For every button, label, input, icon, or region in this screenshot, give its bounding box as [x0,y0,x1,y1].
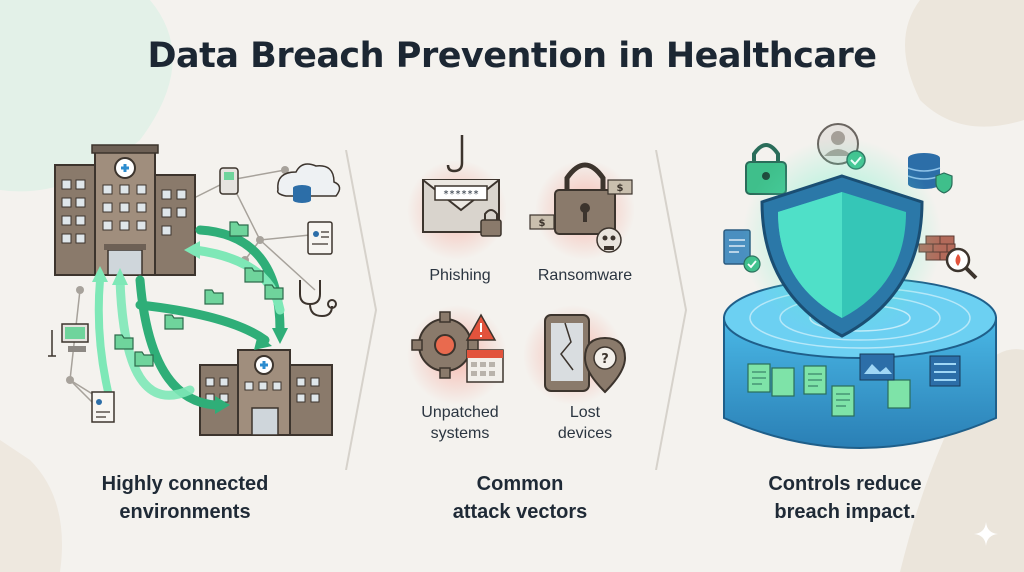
ransomware-label: Ransomware [537,267,633,284]
lost-devices-line2: devices [557,425,613,442]
gear-warning-icon [411,311,504,383]
caption-controls: Controls reduce breach impact. [735,470,955,526]
phishing-label: Phishing [429,267,491,284]
caption-connected: Highly connected environments [60,470,310,526]
attack-vectors-panel: ****** $ $ [395,130,655,430]
envelope-hook-icon [422,135,502,237]
unpatched-line2: systems [430,425,490,442]
controls-panel [710,118,1000,463]
page-title: Data Breach Prevention in Healthcare [147,36,877,76]
caption-controls-line1: Controls reduce [768,473,922,495]
infusion-pump-icon [219,167,239,195]
section-divider-2 [655,150,688,470]
caption-vectors-line2: attack vectors [452,501,588,523]
unpatched-line1: Unpatched [421,404,499,421]
lost-devices-label: Lost devices [530,402,640,444]
password-mask-text: ****** [443,189,479,200]
caption-attack-vectors: Common attack vectors [415,470,625,526]
document-icon [91,391,115,423]
caption-connected-line1: Highly connected [101,473,269,495]
cracked-phone-icon: ? [544,314,627,394]
connected-environments-panel [40,140,350,445]
shield-icon [760,174,924,338]
padlock-skull-icon: $ $ [529,162,633,253]
lost-devices-line1: Lost [569,404,601,421]
stethoscope-icon [299,280,337,318]
patient-record-icon [307,221,333,255]
svg-text:$: $ [539,218,546,229]
caption-connected-line2: environments [119,501,251,523]
cloud-database-icon [276,163,341,203]
data-flow-arrows [94,225,285,410]
svg-text:?: ? [601,352,609,367]
caption-vectors-line1: Common [476,473,564,495]
caption-controls-line2: breach impact. [774,501,916,523]
unpatched-systems-label: Unpatched systems [400,402,520,444]
svg-text:$: $ [617,183,624,194]
hospital-large-icon [54,144,196,276]
sparkle-icon [974,522,998,546]
hospital-small-icon [199,349,333,436]
workstation-icon [48,323,89,357]
section-divider-1 [345,150,378,470]
folder-icons [114,221,284,367]
